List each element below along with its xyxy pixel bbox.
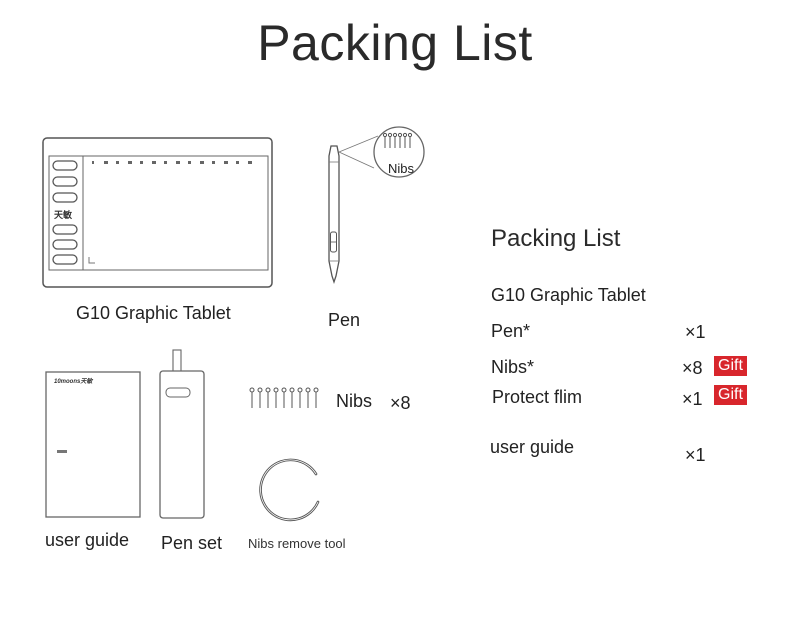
user-guide-label: user guide [45, 530, 130, 550]
nibs-quantity: ×8 [390, 393, 411, 413]
packing-item-name: G10 Graphic Tablet [491, 285, 646, 305]
packing-item-name: user guide [490, 437, 575, 457]
nib-remover-illustration [259, 458, 320, 522]
nibs-illustration [249, 387, 319, 408]
packing-item-name: Nibs* [491, 357, 535, 377]
packing-list-title: Packing List [491, 225, 621, 252]
pen-set-label: Pen set [161, 533, 223, 553]
nibs-label: Nibs [336, 391, 373, 411]
gift-badge: Gift [714, 385, 747, 405]
pen-illustration [328, 126, 425, 285]
user-guide-illustration [45, 371, 141, 518]
tablet-label: G10 Graphic Tablet [76, 303, 231, 323]
tablet-brand-mark: 天敏 [54, 210, 73, 220]
gift-badge: Gift [714, 356, 747, 376]
packing-item-qty: ×1 [685, 322, 706, 342]
packing-item-name: Protect flim [492, 387, 583, 407]
nib-remover-label: Nibs remove tool [248, 536, 346, 551]
packing-item-qty: ×8 [682, 358, 703, 378]
pen-set-illustration [159, 349, 205, 519]
page-title: Packing List [257, 15, 533, 71]
packing-item-qty: ×1 [685, 445, 706, 465]
pen-callout-label: Nibs [388, 161, 415, 176]
pen-label: Pen [328, 310, 361, 330]
user-guide-brand-mark: 10moons天敏 [54, 379, 93, 385]
packing-item-qty: ×1 [682, 389, 703, 409]
tablet-illustration [42, 137, 273, 288]
packing-item-name: Pen* [491, 321, 531, 341]
